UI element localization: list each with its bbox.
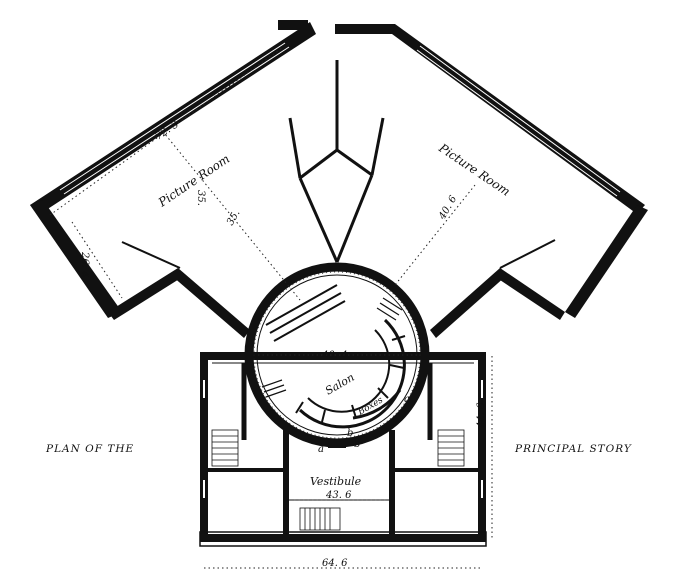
dim-vestibule-width: 43. 6 <box>325 490 352 501</box>
caption-right: PRINCIPAL STORY <box>514 443 632 455</box>
marker-a-right: a <box>404 394 410 405</box>
dimension-lines <box>49 47 493 569</box>
dim-building-width: 64. 6 <box>322 558 348 569</box>
marker-b-right: b <box>354 439 360 450</box>
dim-salon-diameter: 40. 4 <box>321 350 347 361</box>
marker-a-left: a <box>318 444 324 455</box>
left-picture-room-label: Picture Room <box>155 152 232 210</box>
central-partitions <box>288 60 385 263</box>
vestibule-label: Vestibule <box>310 475 362 488</box>
marker-b-left: b <box>347 428 353 439</box>
left-picture-room-walls <box>30 20 316 338</box>
door-markers: a b b a <box>318 394 410 455</box>
dim-right-room-width: 40. 6 <box>437 193 460 222</box>
dim-left-room-short: 26. 4 <box>79 251 90 277</box>
dim-building-depth: 44. 6 <box>476 402 487 429</box>
right-picture-room-label: Picture Room <box>435 140 512 198</box>
dim-left-room-mid: 35. <box>225 208 242 227</box>
caption-left: PLAN OF THE <box>45 443 134 455</box>
plan-caption: PLAN OF THE PRINCIPAL STORY <box>45 443 632 455</box>
salon-label: Salon <box>323 371 357 398</box>
right-picture-room-walls <box>335 24 648 338</box>
dim-left-room-width: 35. <box>195 190 206 206</box>
